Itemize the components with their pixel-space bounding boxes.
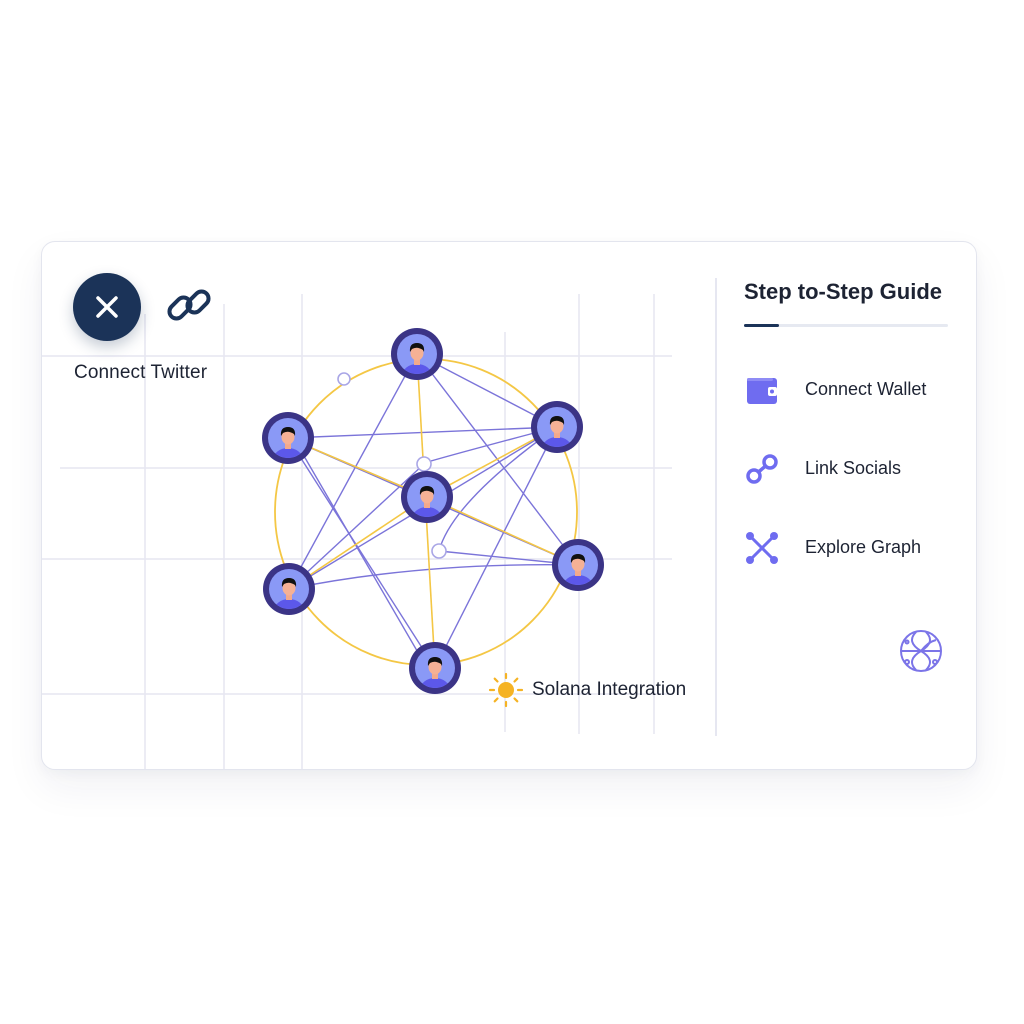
connector-dots <box>337 372 447 559</box>
step-explore-graph[interactable]: Explore Graph <box>744 530 949 565</box>
user-node-center[interactable] <box>401 471 453 531</box>
step-guide-panel: Step to-Step Guide Connect Wallet <box>744 278 949 565</box>
link-nodes-icon <box>746 453 778 484</box>
user-node-lower-left[interactable] <box>263 563 315 623</box>
step-label: Explore Graph <box>805 537 922 557</box>
connect-twitter-label: Connect Twitter <box>74 362 208 383</box>
grid-lines <box>42 294 672 769</box>
user-nodes <box>262 328 604 702</box>
network-globe-button[interactable] <box>898 628 944 674</box>
globe-network-icon <box>900 630 942 672</box>
guide-title: Step to-Step Guide <box>744 279 942 304</box>
close-x-icon <box>96 296 118 318</box>
solana-label-text: Solana Integration <box>532 679 687 700</box>
graph-network-icon <box>746 531 778 564</box>
guide-progress-fill <box>744 324 779 327</box>
chain-link-icon <box>167 289 211 321</box>
step-link-socials[interactable]: Link Socials <box>744 451 949 486</box>
user-node-upper-right[interactable] <box>531 401 583 461</box>
user-node-top[interactable] <box>391 328 443 388</box>
step-connect-wallet[interactable]: Connect Wallet <box>744 372 949 407</box>
step-label: Link Socials <box>805 458 902 478</box>
user-node-upper-left[interactable] <box>262 412 314 472</box>
close-button[interactable] <box>73 273 141 341</box>
wallet-icon <box>747 377 777 404</box>
guide-progress-bar <box>744 324 948 327</box>
panel-divider <box>715 278 717 736</box>
user-node-bottom[interactable] <box>409 642 461 702</box>
user-node-lower-right[interactable] <box>552 539 604 599</box>
main-card: Connect Twitter Solana Integration Step … <box>41 241 977 770</box>
guide-steps-list: Connect Wallet Link Socials <box>744 372 949 565</box>
link-twitter-button[interactable] <box>164 280 214 330</box>
sun-icon <box>488 672 524 708</box>
solana-integration-label: Solana Integration <box>488 672 686 708</box>
step-label: Connect Wallet <box>805 379 927 399</box>
network-graph-canvas <box>42 294 672 769</box>
